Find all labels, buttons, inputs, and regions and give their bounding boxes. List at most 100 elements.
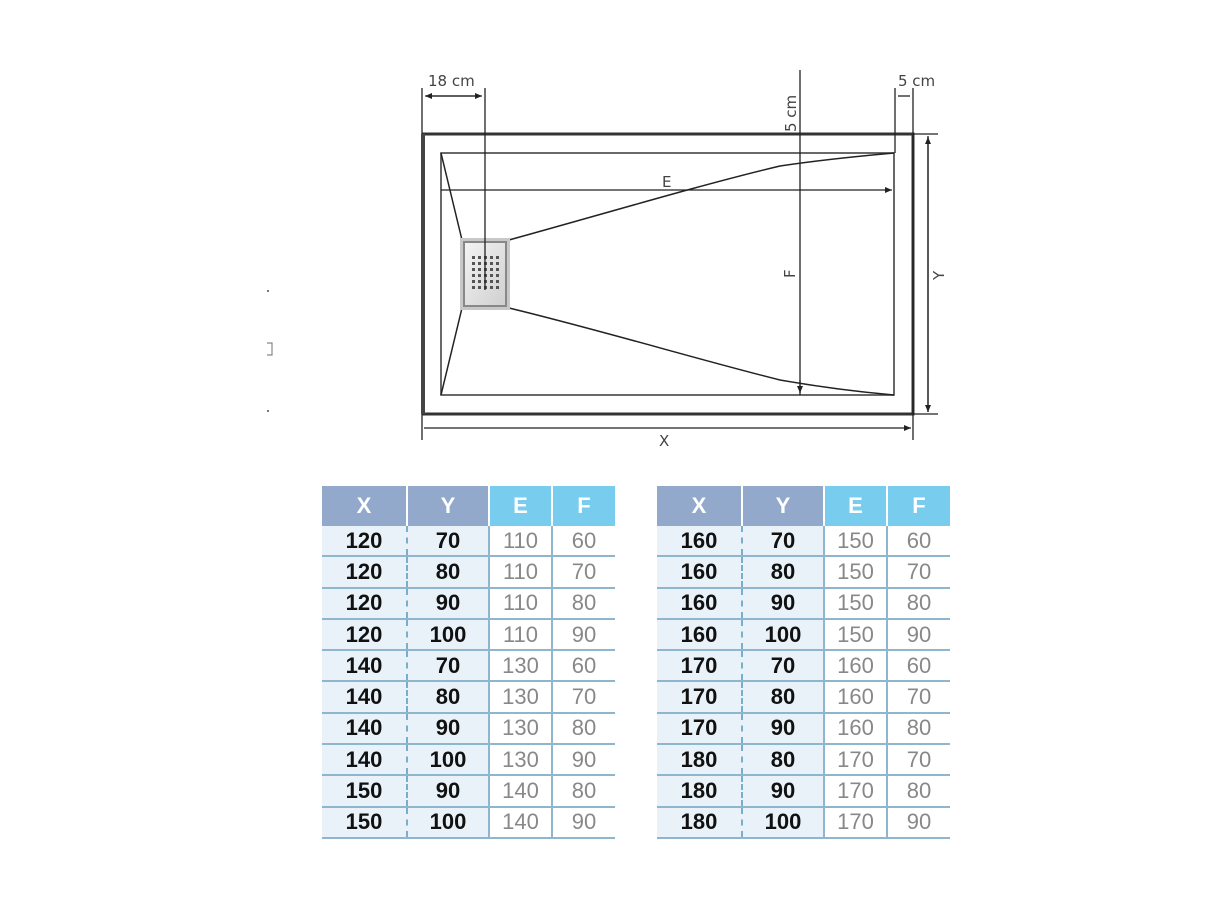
slope-lines	[440, 152, 895, 396]
cell-x: 120	[322, 587, 408, 620]
cell-x: 180	[657, 744, 743, 777]
header-e: E	[824, 486, 888, 526]
cell-y: 80	[742, 744, 825, 777]
cell-f: 80	[887, 587, 950, 620]
cell-x: 180	[657, 806, 743, 839]
cell-f: 90	[552, 806, 615, 839]
cell-y: 90	[407, 587, 490, 620]
stray-marks	[267, 290, 273, 412]
cell-x: 120	[322, 618, 408, 652]
cell-f: 70	[552, 681, 615, 714]
header-y: Y	[742, 486, 825, 526]
cell-e: 160	[824, 650, 888, 683]
cell-f: 80	[887, 775, 950, 808]
cell-f: 60	[552, 526, 615, 558]
cell-x: 160	[657, 556, 743, 589]
cell-y: 90	[407, 712, 490, 746]
cell-e: 130	[489, 744, 553, 777]
cell-e: 170	[824, 744, 888, 777]
cell-y: 90	[742, 712, 825, 746]
cell-y: 100	[742, 618, 825, 652]
cell-y: 100	[742, 806, 825, 839]
cell-x: 170	[657, 681, 743, 714]
cell-x: 140	[322, 650, 408, 683]
cell-y: 100	[407, 744, 490, 777]
cell-e: 150	[824, 556, 888, 589]
cell-e: 150	[824, 587, 888, 620]
cell-x: 140	[322, 681, 408, 714]
header-y: Y	[407, 486, 490, 526]
header-x: X	[322, 486, 408, 526]
dimension-lines	[421, 70, 938, 440]
e-label: E	[662, 173, 671, 191]
cell-e: 160	[824, 712, 888, 746]
cell-f: 70	[887, 744, 950, 777]
cell-e: 110	[489, 618, 553, 652]
f-label: F	[781, 269, 799, 278]
cell-f: 60	[552, 650, 615, 683]
cell-f: 80	[552, 775, 615, 808]
cell-e: 130	[489, 681, 553, 714]
header-f: F	[887, 486, 950, 526]
cell-x: 160	[657, 526, 743, 558]
cell-x: 140	[322, 712, 408, 746]
cell-y: 90	[742, 775, 825, 808]
table-header-row: X Y E F	[657, 486, 950, 526]
cell-e: 110	[489, 556, 553, 589]
cell-x: 150	[322, 806, 408, 839]
cell-y: 80	[742, 556, 825, 589]
header-f: F	[552, 486, 615, 526]
cell-x: 170	[657, 650, 743, 683]
cell-y: 70	[407, 650, 490, 683]
cell-f: 80	[552, 712, 615, 746]
cell-y: 70	[407, 526, 490, 558]
y-label: Y	[930, 270, 948, 281]
cell-e: 140	[489, 806, 553, 839]
cell-f: 70	[887, 681, 950, 714]
x-label: X	[659, 432, 669, 450]
header-x: X	[657, 486, 743, 526]
cell-y: 70	[742, 650, 825, 683]
cell-e: 160	[824, 681, 888, 714]
left-margin-label: 18 cm	[428, 72, 475, 90]
cell-f: 90	[552, 618, 615, 652]
cell-x: 160	[657, 618, 743, 652]
cell-y: 80	[407, 556, 490, 589]
cell-x: 170	[657, 712, 743, 746]
right-margin-label: 5 cm	[898, 72, 935, 90]
cell-e: 110	[489, 526, 553, 558]
cell-y: 90	[407, 775, 490, 808]
cell-e: 170	[824, 775, 888, 808]
cell-y: 100	[407, 618, 490, 652]
cell-y: 70	[742, 526, 825, 558]
cell-f: 90	[552, 744, 615, 777]
cell-e: 110	[489, 587, 553, 620]
header-e: E	[489, 486, 553, 526]
drain-grate-icon	[460, 238, 510, 310]
shower-tray-diagram: 18 cm 5 cm 5 cm E F Y X	[267, 70, 948, 450]
cell-f: 90	[887, 618, 950, 652]
cell-f: 60	[887, 650, 950, 683]
cell-f: 80	[552, 587, 615, 620]
cell-e: 150	[824, 618, 888, 652]
